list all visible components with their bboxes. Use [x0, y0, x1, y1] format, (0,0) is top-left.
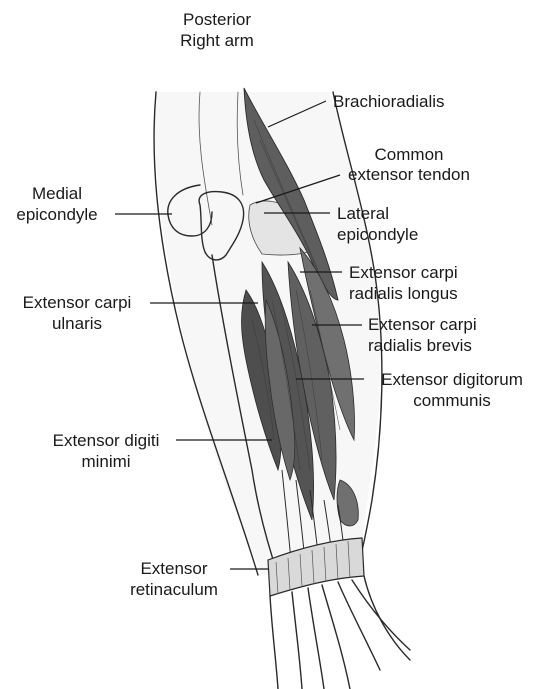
label-ec-ulnaris-line1: Extensor carpi	[23, 293, 132, 312]
label-ec-ulnaris-line2: ulnaris	[52, 314, 102, 333]
label-ecr-longus-line1: Extensor carpi	[349, 263, 458, 282]
label-retinaculum-line2: retinaculum	[130, 580, 218, 599]
label-ed-communis-line2: communis	[413, 391, 490, 410]
label-ed-minimi-line1: Extensor digiti	[53, 431, 160, 450]
label-ed-minimi: Extensor digiti minimi	[53, 431, 160, 471]
view-title-line1: Posterior	[183, 10, 251, 29]
label-common-extensor-tendon-line1: Common	[375, 145, 444, 164]
label-ecr-brevis: Extensor carpi radialis brevis	[368, 315, 477, 355]
label-brachioradialis: Brachioradialis	[333, 92, 445, 111]
label-common-extensor-tendon-line2: extensor tendon	[348, 165, 470, 184]
label-ed-communis: Extensor digitorum communis	[381, 370, 523, 410]
view-title-line2: Right arm	[180, 31, 254, 50]
hand-tendons	[270, 576, 410, 689]
label-common-extensor-tendon: Common extensor tendon	[348, 145, 470, 184]
label-medial-epicondyle: Medial epicondyle	[16, 184, 97, 224]
label-medial-epicondyle-line1: Medial	[32, 184, 82, 203]
label-ec-ulnaris: Extensor carpi ulnaris	[23, 293, 132, 333]
label-medial-epicondyle-line2: epicondyle	[16, 205, 97, 224]
label-ecr-brevis-line1: Extensor carpi	[368, 315, 477, 334]
label-retinaculum: Extensor retinaculum	[130, 559, 218, 599]
label-lateral-epicondyle-line1: Lateral	[337, 204, 389, 223]
label-ecr-brevis-line2: radialis brevis	[368, 336, 472, 355]
label-ecr-longus-line2: radialis longus	[349, 284, 458, 303]
label-lateral-epicondyle-line2: epicondyle	[337, 225, 418, 244]
label-ed-communis-line1: Extensor digitorum	[381, 370, 523, 389]
view-title: Posterior Right arm	[180, 10, 254, 50]
label-retinaculum-line1: Extensor	[140, 559, 207, 578]
label-ed-minimi-line2: minimi	[81, 452, 130, 471]
